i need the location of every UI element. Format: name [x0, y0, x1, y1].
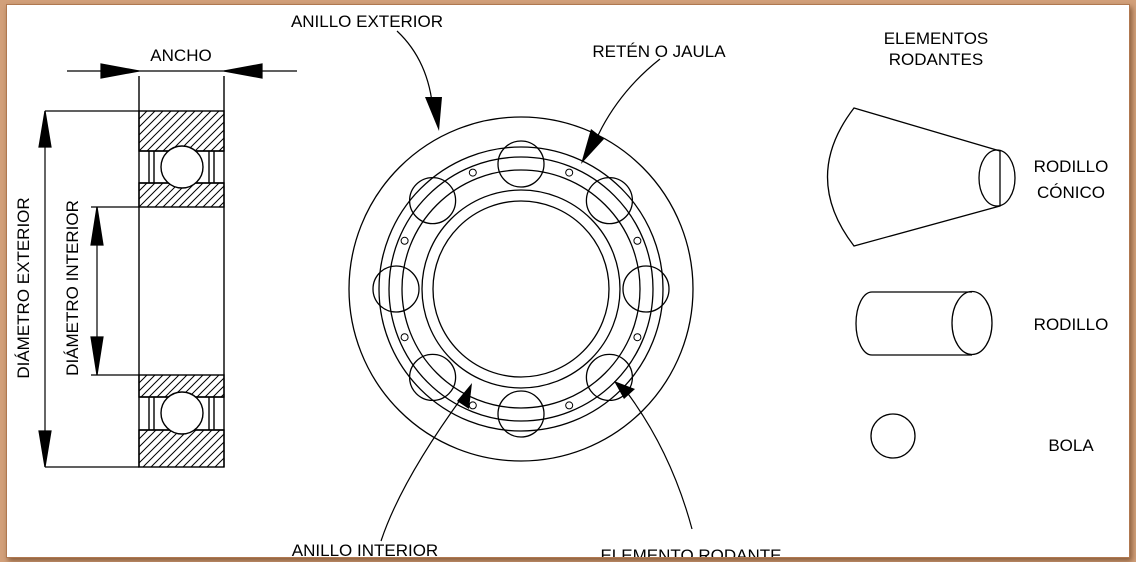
- cage-hole: [633, 333, 642, 342]
- inner-ring-inner-edge: [432, 200, 610, 378]
- rolling-ball: [372, 265, 420, 313]
- inner-diameter-dimension: [90, 206, 139, 376]
- outer-diameter-dimension: [38, 110, 139, 468]
- cage-hole: [468, 401, 477, 410]
- outer-ring-outer-edge: [348, 116, 694, 462]
- top-outer-ring-section: [138, 110, 225, 152]
- rolling-element-arrowhead: [614, 381, 635, 399]
- rolling-element-shapes: [827, 107, 1016, 459]
- tapered-roller-label-line2: CÓNICO: [1037, 183, 1105, 202]
- drawing-frame: ANCHO DIÁMETRO EXTERIOR DIÁMETRO INTERIO…: [6, 4, 1130, 558]
- inner-ring-outer-edge: [421, 189, 621, 389]
- bottom-outer-ring-section: [138, 429, 225, 468]
- cage-hole: [565, 401, 574, 410]
- cylindrical-roller-end: [951, 290, 993, 356]
- rolling-ball: [497, 390, 545, 438]
- inner-ring-arrowhead: [457, 383, 472, 409]
- inner-ring-label: ANILLO INTERIOR: [292, 541, 438, 557]
- bearing-diagram: ANCHO DIÁMETRO EXTERIOR DIÁMETRO INTERIO…: [14, 12, 1108, 557]
- rolling-elements-title-line2: RODANTES: [889, 50, 983, 69]
- outer-diameter-label: DIÁMETRO EXTERIOR: [14, 197, 33, 378]
- cage-hole: [468, 168, 477, 177]
- width-dimension: [67, 63, 297, 79]
- tapered-roller-end: [978, 149, 1016, 207]
- ball-label: BOLA: [1048, 436, 1094, 455]
- cage-outer-edge: [388, 156, 654, 422]
- rolling-element-label: ELEMENTO RODANTE: [600, 546, 781, 557]
- leader-arrowheads: [425, 97, 635, 409]
- cage-hole: [400, 236, 409, 245]
- cage-label: RETÉN O JAULA: [592, 42, 726, 61]
- rolling-ball: [408, 353, 457, 402]
- bearing-front-view: [348, 116, 694, 462]
- cage-hole: [400, 333, 409, 342]
- rolling-element-leader: [625, 390, 693, 530]
- outer-ring-inner-edge: [378, 146, 664, 432]
- rolling-ball: [585, 176, 634, 225]
- outer-ring-label: ANILLO EXTERIOR: [291, 12, 443, 31]
- cage-inner-edge: [401, 169, 641, 409]
- cylindrical-roller: [855, 291, 972, 356]
- cage-hole: [633, 236, 642, 245]
- rolling-ball: [622, 265, 670, 313]
- inner-ring-leader: [380, 395, 464, 542]
- bearing-cross-section: [138, 76, 225, 468]
- rolling-ball: [585, 353, 634, 402]
- cage-hole: [565, 168, 574, 177]
- outer-ring-arrowhead: [425, 97, 442, 131]
- rolling-ball: [497, 140, 545, 188]
- leader-lines: [380, 30, 693, 542]
- rolling-balls: [372, 140, 670, 438]
- rolling-elements-title-line1: ELEMENTOS: [884, 29, 989, 48]
- inner-diameter-label: DIÁMETRO INTERIOR: [63, 200, 82, 376]
- ball-element: [870, 413, 916, 459]
- cage-arrowhead: [581, 129, 604, 164]
- top-ball-section: [160, 145, 204, 189]
- roller-label: RODILLO: [1034, 315, 1109, 334]
- bottom-ball-section: [160, 391, 204, 435]
- rolling-ball: [408, 176, 457, 225]
- width-label: ANCHO: [150, 46, 211, 65]
- tapered-roller: [827, 107, 1001, 247]
- labels: ANCHO DIÁMETRO EXTERIOR DIÁMETRO INTERIO…: [14, 12, 1108, 557]
- tapered-roller-label-line1: RODILLO: [1034, 157, 1109, 176]
